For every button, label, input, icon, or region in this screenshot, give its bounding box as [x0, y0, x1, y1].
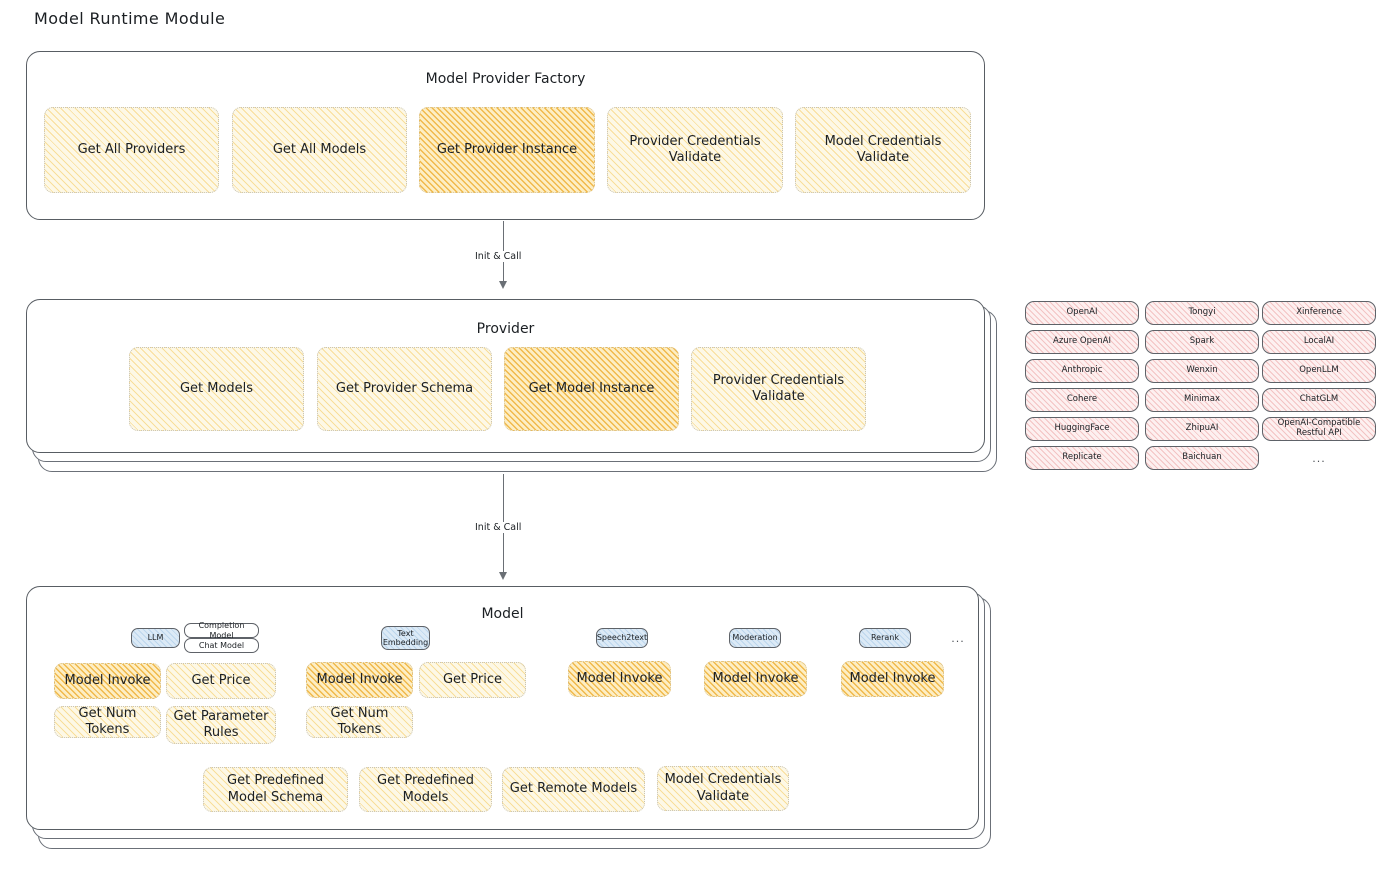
text-embedding-method-get-price[interactable]: Get Price: [419, 662, 526, 698]
model-type-badge-rerank[interactable]: Rerank: [859, 628, 911, 648]
model-types-more: ...: [951, 632, 965, 645]
factory-node-get-all-providers[interactable]: Get All Providers: [44, 107, 219, 193]
model-type-badge-speech2text[interactable]: Speech2text: [596, 628, 648, 648]
speech2text-method-model-invoke[interactable]: Model Invoke: [568, 661, 671, 697]
factory-node-get-all-models[interactable]: Get All Models: [232, 107, 407, 193]
provider-pill-xinference[interactable]: Xinference: [1262, 301, 1376, 325]
model-shared-get-predefined-models[interactable]: Get Predefined Models: [359, 767, 492, 812]
model-type-badge-text-embedding[interactable]: Text Embedding: [381, 626, 430, 650]
arrow-provider-to-model-head: [499, 572, 507, 580]
provider-pill-azure-openai[interactable]: Azure OpenAI: [1025, 330, 1139, 354]
arrow-factory-to-provider-label: Init & Call: [471, 251, 526, 262]
provider-pill-spark[interactable]: Spark: [1145, 330, 1259, 354]
provider-pill-openai[interactable]: OpenAI: [1025, 301, 1139, 325]
provider-pill-anthropic[interactable]: Anthropic: [1025, 359, 1139, 383]
provider-pill-minimax[interactable]: Minimax: [1145, 388, 1259, 412]
provider-pill-zhipuai[interactable]: ZhipuAI: [1145, 417, 1259, 441]
provider-pill-huggingface[interactable]: HuggingFace: [1025, 417, 1139, 441]
provider-node-get-provider-schema[interactable]: Get Provider Schema: [317, 347, 492, 431]
llm-method-model-invoke[interactable]: Model Invoke: [54, 663, 161, 699]
llm-method-get-num-tokens[interactable]: Get Num Tokens: [54, 706, 161, 738]
rerank-method-model-invoke[interactable]: Model Invoke: [841, 661, 944, 697]
provider-pill-tongyi[interactable]: Tongyi: [1145, 301, 1259, 325]
text-embedding-method-get-num-tokens[interactable]: Get Num Tokens: [306, 706, 413, 738]
provider-node-provider-credentials-validate[interactable]: Provider Credentials Validate: [691, 347, 866, 431]
model-type-badge-moderation[interactable]: Moderation: [729, 628, 781, 648]
provider-pill-localai[interactable]: LocalAI: [1262, 330, 1376, 354]
provider-pill-chatglm[interactable]: ChatGLM: [1262, 388, 1376, 412]
llm-method-get-price[interactable]: Get Price: [166, 663, 276, 699]
arrow-factory-to-provider-head: [499, 281, 507, 289]
model-shared-get-remote-models[interactable]: Get Remote Models: [502, 767, 645, 812]
factory-node-model-credentials-validate[interactable]: Model Credentials Validate: [795, 107, 971, 193]
text-embedding-method-model-invoke[interactable]: Model Invoke: [306, 662, 413, 698]
provider-pill-openllm[interactable]: OpenLLM: [1262, 359, 1376, 383]
model-tag-completion-model[interactable]: Completion Model: [184, 621, 259, 640]
provider-node-get-model-instance[interactable]: Get Model Instance: [504, 347, 679, 431]
model-panel-title: Model: [481, 606, 524, 622]
provider-pill-baichuan[interactable]: Baichuan: [1145, 446, 1259, 470]
provider-pill-wenxin[interactable]: Wenxin: [1145, 359, 1259, 383]
provider-panel-title: Provider: [476, 321, 535, 337]
model-shared-model-credentials-validate[interactable]: Model Credentials Validate: [657, 766, 789, 811]
factory-node-get-provider-instance[interactable]: Get Provider Instance: [419, 107, 595, 193]
page-title: Model Runtime Module: [34, 9, 226, 28]
factory-node-provider-credentials-validate[interactable]: Provider Credentials Validate: [607, 107, 783, 193]
arrow-provider-to-model-label: Init & Call: [471, 522, 526, 533]
model-provider-factory-title: Model Provider Factory: [425, 71, 586, 87]
provider-pill-openai-compatible-restful-api[interactable]: OpenAI-Compatible Restful API: [1262, 417, 1376, 441]
llm-method-get-parameter-rules[interactable]: Get Parameter Rules: [166, 706, 276, 744]
provider-pill-cohere[interactable]: Cohere: [1025, 388, 1139, 412]
moderation-method-model-invoke[interactable]: Model Invoke: [704, 661, 807, 697]
model-shared-get-predefined-model-schema[interactable]: Get Predefined Model Schema: [203, 767, 348, 812]
provider-pill-replicate[interactable]: Replicate: [1025, 446, 1139, 470]
model-type-badge-llm[interactable]: LLM: [131, 628, 180, 648]
provider-list-more: ...: [1312, 452, 1326, 465]
provider-node-get-models[interactable]: Get Models: [129, 347, 304, 431]
model-tag-chat-model[interactable]: Chat Model: [184, 638, 259, 653]
